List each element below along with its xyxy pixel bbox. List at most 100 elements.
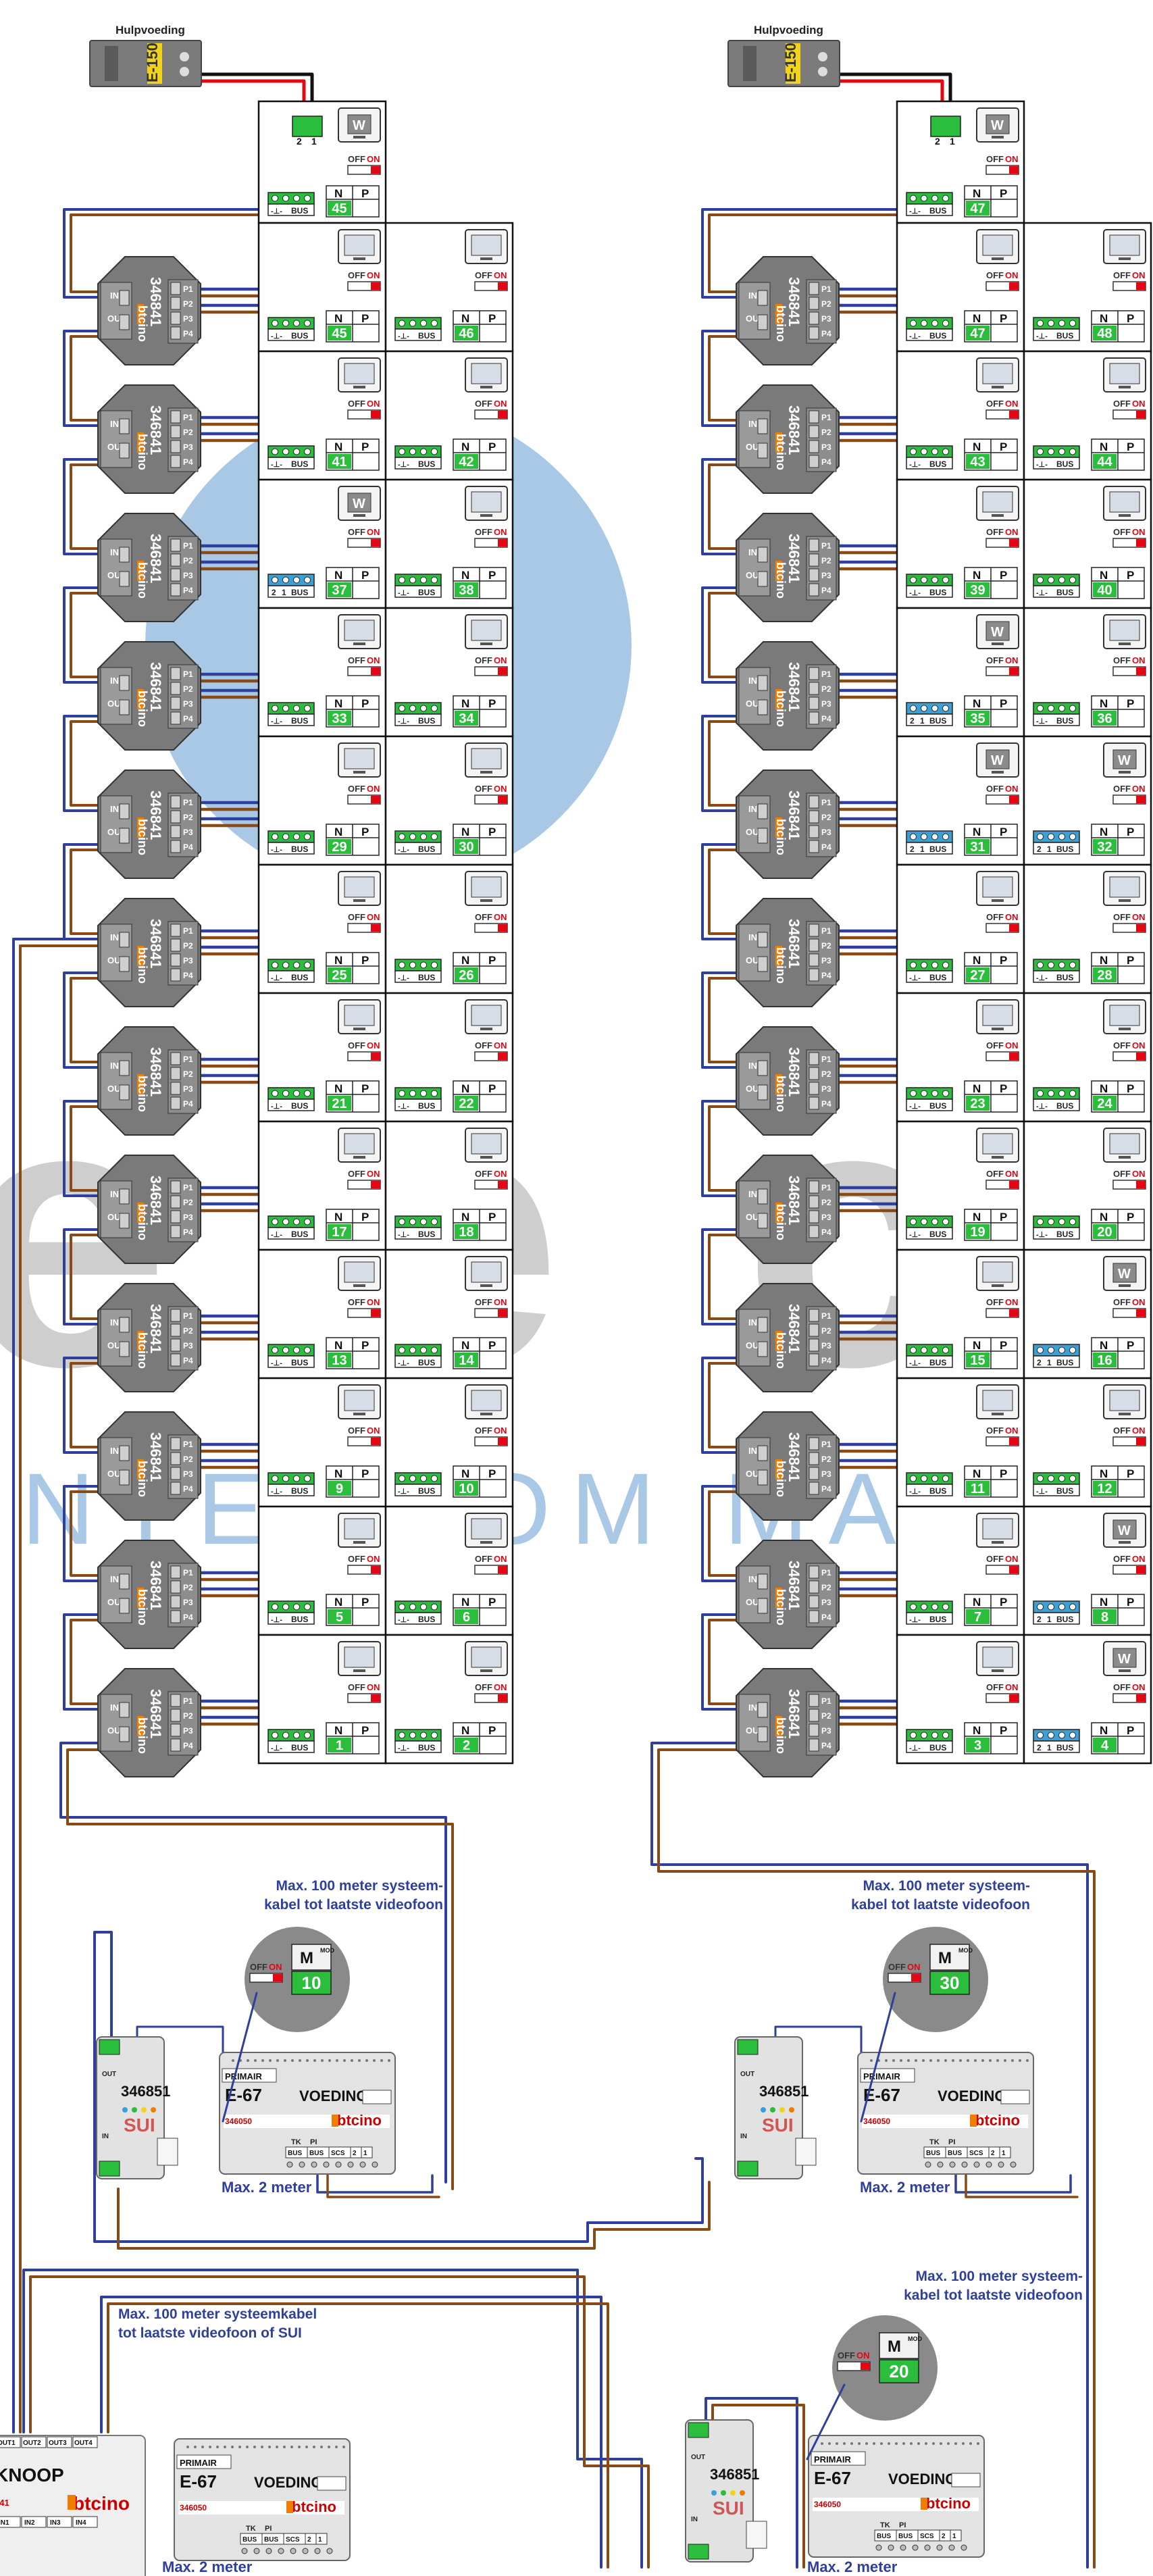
np-p-label: P [1000,826,1007,838]
e67-vent [216,2446,219,2448]
distributor-in-label: IN [110,547,119,557]
terminal-screw [1069,1475,1076,1482]
zoom-mod-label: MOD [958,1947,973,1954]
wire-chain-brown [70,720,117,807]
terminal-screw [910,195,917,202]
monitor-button [1119,386,1131,388]
monitor-button [480,1156,492,1159]
np-number-bg [455,1224,478,1239]
distributor-p2-label: P2 [183,299,193,309]
np-p-label: P [488,440,496,453]
e67-model-label: E-67 [814,2468,851,2488]
e67-code-label: 346050 [180,2503,207,2512]
terminal-label-strip [394,1484,442,1496]
switch-on-label: ON [1132,784,1146,794]
terminal-screw [293,1732,300,1739]
distributor-code-label: 346841 [786,1432,802,1482]
switch-off-label: OFF [1113,784,1131,794]
sui-dip-switch [157,2138,178,2166]
distributor-p-port [809,455,819,468]
distributor-port [119,1084,130,1101]
e67-screw [290,2548,297,2554]
monitor-button [1119,514,1131,517]
np-p-label: P [1000,1596,1007,1609]
sui-dip-switch [795,2138,817,2166]
switch-on-label: ON [494,1169,507,1179]
wire-chain-brown [708,1234,755,1320]
terminal-label-strip [906,713,953,726]
sui-out-terminal [737,2039,759,2055]
video-monitor-icon [338,1128,381,1163]
switch-on-label: ON [1005,1169,1019,1179]
video-monitor-icon [338,357,381,393]
distributor-port [119,699,130,715]
configurator-value: 20 [890,2361,909,2381]
e67-vent [299,2059,301,2062]
np-p-label: P [488,1724,496,1737]
distributor-p-port [170,840,181,853]
wire-chain-brown [708,1362,755,1448]
psu-screw-bottom [180,67,189,76]
terminal-bus-label: BUS [929,1486,946,1496]
switch-knob [1136,539,1146,547]
monitor-w-mark: W [353,118,365,133]
terminal-screw [282,1090,289,1097]
sui-out-label: OUT [740,2071,754,2078]
switch-on-label: ON [367,527,380,537]
terminal-bus-label: BUS [418,1615,435,1624]
distributor-p-port [809,1467,819,1480]
wired-monitor-icon: W [976,614,1019,649]
distributor-p3-label: P3 [183,1598,193,1607]
np-p-label: P [1000,187,1007,200]
terminal-bus-label: BUS [1056,1486,1073,1496]
terminal-label-strip [267,585,315,598]
monitor-screen [471,1518,502,1540]
terminal-screw [1069,320,1076,327]
e67-vent [1004,2059,1006,2062]
terminal-screw [304,833,311,840]
terminal-bus-label: BUS [418,588,435,597]
note-max-100-line2: kabel tot laatste videofoon [264,1897,443,1913]
terminal-ground-label: -⊥- [1036,461,1048,469]
e67-screw [253,2548,260,2554]
np-p-label: P [1127,1724,1134,1737]
distributor-p1-label: P1 [183,284,193,294]
monitor-button [1119,1156,1131,1159]
monitor-address-number: 47 [970,201,985,216]
sui-body [685,2419,754,2562]
e67-vent [917,2442,920,2445]
switch-knob [371,1309,380,1317]
terminal-label-strip [394,842,442,855]
switch-knob [1009,924,1019,932]
np-number-bg [1093,967,1117,982]
e67-vent [247,2059,249,2062]
wire-chain-brown [70,1619,117,1705]
monitor-w-mark: W [1118,1652,1131,1667]
video-monitor-icon [976,486,1019,521]
np-n-label: N [973,1467,981,1480]
terminal-screw [921,961,927,969]
distributor-port [757,1726,768,1742]
monitor-address-number: 27 [970,968,985,983]
np-p-label: P [1127,954,1134,967]
sui-in-terminal [737,2161,759,2177]
distributor-p-port [170,326,181,340]
distributor-p-port [809,810,819,824]
distributor-p-port [170,1694,181,1707]
terminal-label-strip [267,203,315,216]
distributor-in-label: IN [110,1574,119,1584]
terminal-screw [931,1732,938,1739]
switch-off-label: OFF [348,1169,365,1179]
terminal-screw [431,1090,438,1097]
monitor-w-mark: W [1118,753,1131,768]
